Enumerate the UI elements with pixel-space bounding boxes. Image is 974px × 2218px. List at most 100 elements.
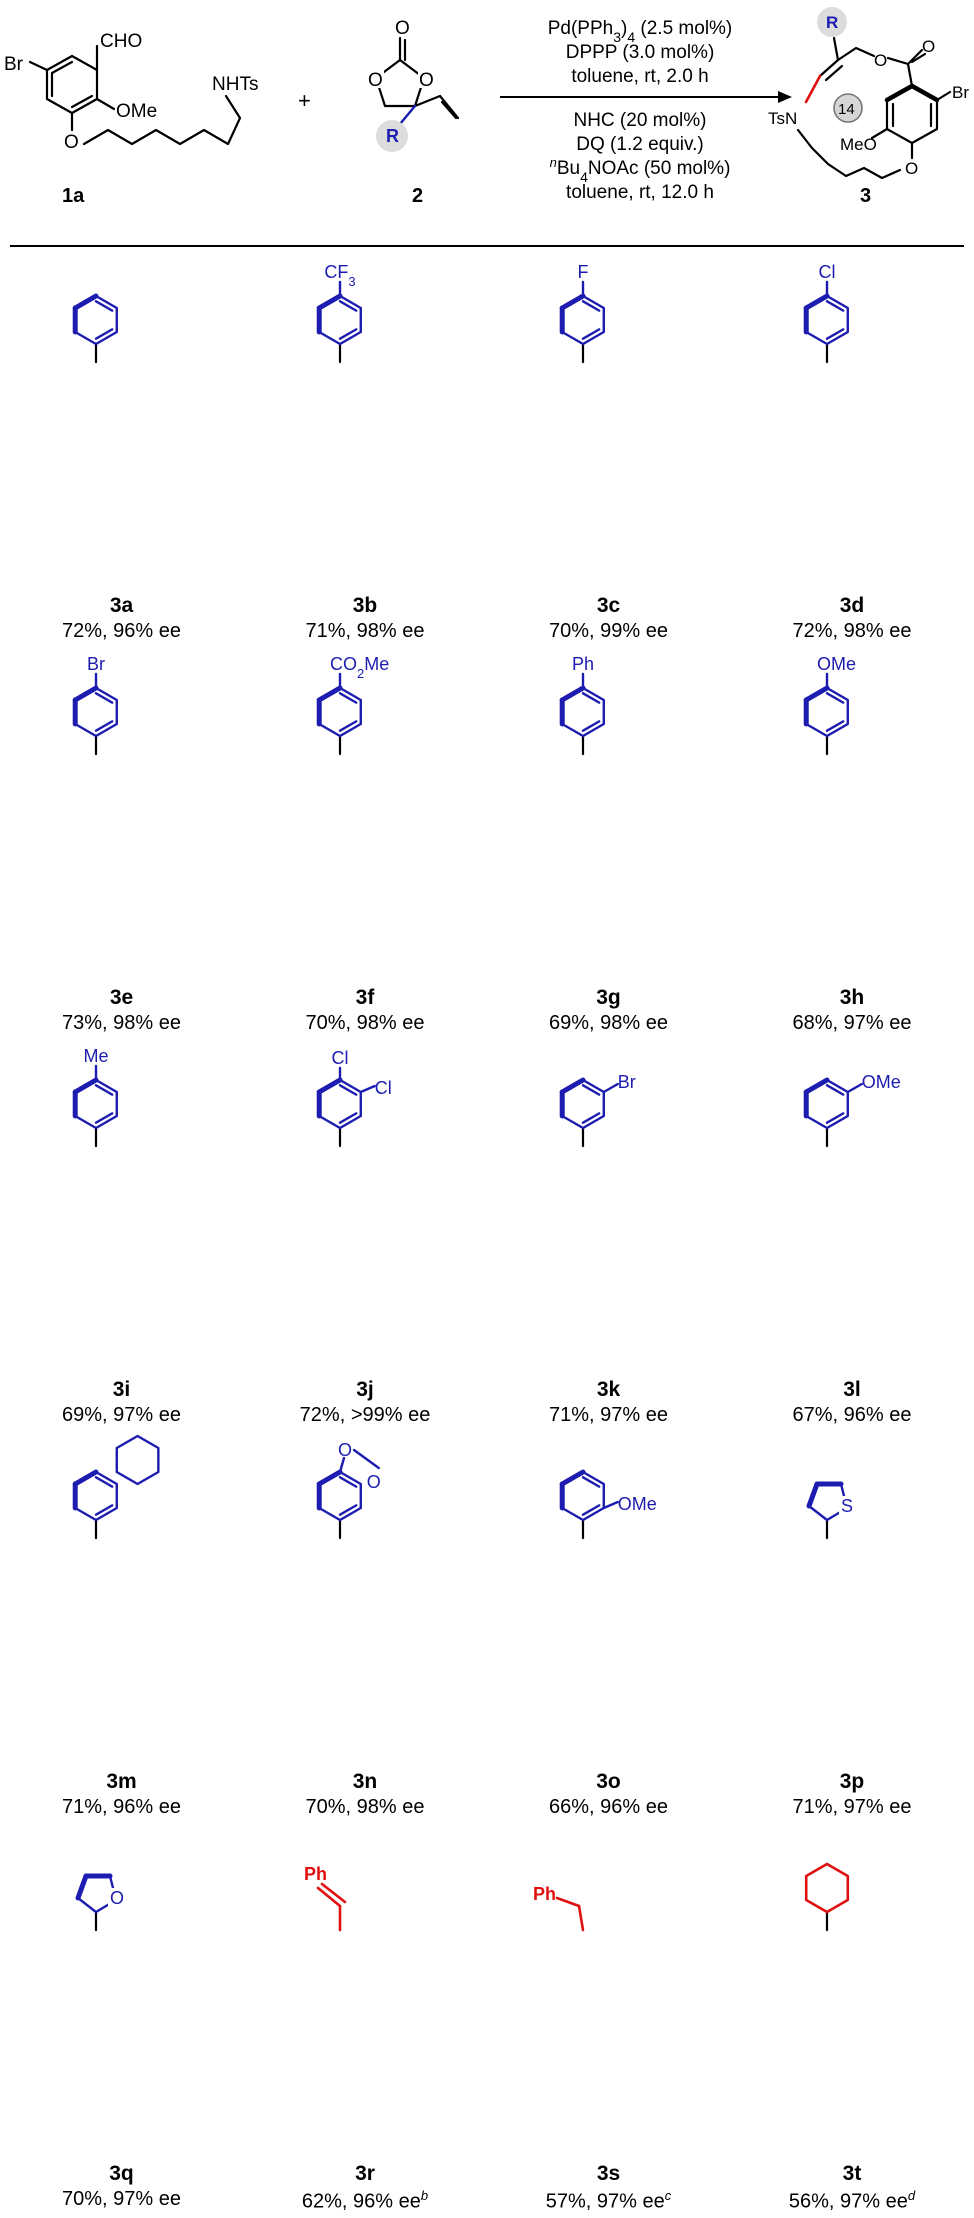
yield-ee: 69%, 98% ee: [487, 1012, 730, 1035]
substituent-text: Br: [87, 654, 105, 674]
product-ester-o-label: O: [874, 51, 887, 70]
substituent-3c: F: [559, 262, 605, 364]
product-3: Br O O R TsN 14 MeO O 3: [768, 7, 969, 207]
r-group-badge: [376, 120, 408, 152]
yield-ee: 66%, 96% ee: [487, 1796, 730, 1819]
yield-ee-text: 70%, 97% ee: [62, 2188, 181, 2210]
substituent-text: Br: [618, 1072, 636, 1092]
yield-ee-text: 62%, 96% ee: [301, 2190, 421, 2213]
plus-sign: +: [298, 88, 311, 113]
compound-label: 3e: [109, 986, 134, 1009]
yield-ee-text: 70%, 98% ee: [305, 1796, 425, 1818]
substituent-text: Me: [83, 1046, 108, 1066]
label-1a: 1a: [62, 185, 85, 207]
structure-3h: Br O O TsN 14 MeO O OMe: [803, 654, 856, 756]
structure-3l: Br O O TsN 14 MeO O OMe: [803, 1072, 900, 1148]
yield-ee: 70%, 99% ee: [487, 620, 730, 643]
substituent-3g: Ph: [559, 654, 605, 756]
nhts-label: NHTs: [212, 74, 258, 95]
dioxole-o-1: O: [338, 1440, 352, 1460]
yield-ee: 72%, >99% ee: [244, 1404, 487, 1427]
condition-line-6: nBu4NOAc (50 mol%): [550, 155, 731, 186]
o-label: O: [64, 132, 79, 153]
structure-3c: Br O O TsN 14 MeO O F: [559, 262, 605, 364]
substituent-3t: [804, 1862, 849, 1932]
compound-label: 3i: [112, 1378, 131, 1401]
compound-label: 3c: [596, 594, 621, 617]
product-3q: Br O O TsN 14 MeO O O 3q 70%, 97% ee: [0, 1826, 243, 2218]
substituent-3n: OO: [316, 1440, 380, 1540]
compound-label: 3g: [596, 986, 621, 1009]
substituent-3h: OMe: [803, 654, 856, 756]
substituent-text: OMe: [817, 654, 856, 674]
substituent-3d: Cl: [803, 262, 849, 364]
yield-ee-text: 67%, 96% ee: [792, 1404, 912, 1426]
yield-ee: 70%, 98% ee: [244, 1796, 487, 1819]
condition-line-3: toluene, rt, 2.0 h: [571, 66, 708, 87]
structure-3o: Br O O TsN 14 MeO O OMe: [559, 1469, 657, 1540]
compound-label: 3f: [355, 986, 375, 1009]
yield-ee-text: 72%, >99% ee: [299, 1404, 431, 1426]
compound-label: 3o: [596, 1770, 621, 1793]
yield-ee-text: 71%, 97% ee: [549, 1404, 668, 1426]
br-label: Br: [4, 54, 24, 75]
compound-label: 3h: [839, 986, 865, 1009]
substituent-3k: Br: [559, 1072, 636, 1148]
substituent-text: Ph: [304, 1864, 327, 1884]
substituent-3l: OMe: [803, 1072, 900, 1148]
reaction-scheme: CHO Br OMe O NHTs 1a + O O O R 2 Pd(PPh3…: [4, 7, 969, 247]
compound-label: 3q: [109, 2162, 134, 2185]
substituent-3b: CF3: [316, 262, 362, 364]
structure-3e: Br O O TsN 14 MeO O Br: [72, 654, 118, 756]
structure-3q: Br O O TsN 14 MeO O O: [75, 1873, 124, 1932]
yield-ee: 69%, 97% ee: [0, 1404, 243, 1427]
ring-o-label-2: O: [419, 70, 434, 91]
product-br-label: Br: [952, 83, 969, 102]
substituent-text: Ph: [533, 1884, 556, 1904]
product-r-label: R: [826, 13, 838, 32]
substituent-3p: S: [806, 1481, 855, 1540]
substituent-3o: OMe: [559, 1469, 657, 1540]
substrate-2: O O O R 2: [366, 18, 460, 207]
yield-ee: 68%, 97% ee: [731, 1012, 974, 1035]
structure-3g: Br O O TsN 14 MeO O Ph: [559, 654, 605, 756]
condition-line-1: Pd(PPh3)4 (2.5 mol%): [548, 18, 733, 45]
product-3o: Br O O TsN 14 MeO O OMe 3o 66%, 96% ee: [487, 1434, 730, 1826]
product-ring-size: 14: [838, 101, 855, 118]
substituent-3f: CO2Me: [316, 654, 389, 756]
yield-ee-text: 66%, 96% ee: [549, 1796, 668, 1818]
compound-label: 3r: [355, 2162, 375, 2185]
yield-ee-text: 68%, 97% ee: [792, 1012, 912, 1034]
product-3c: Br O O TsN 14 MeO O F 3c 70%, 99% ee: [487, 258, 730, 650]
compound-label: 3j: [356, 1378, 374, 1401]
r-label: R: [386, 126, 399, 146]
condition-line-7: toluene, rt, 12.0 h: [566, 182, 714, 203]
yield-ee: 70%, 97% ee: [0, 2188, 243, 2211]
footnote-marker: d: [907, 2188, 916, 2203]
structure-3r: Br O O TsN 14 MeO O Ph: [304, 1864, 346, 1932]
substituent-text: OMe: [861, 1072, 900, 1092]
footnote-marker: c: [664, 2188, 672, 2203]
structure-3d: Br O O TsN 14 MeO O Cl: [803, 262, 849, 364]
substituent-text-1: Cl: [331, 1048, 348, 1068]
substituent-3q: O: [75, 1873, 124, 1932]
carbonyl-o-label: O: [395, 18, 410, 39]
product-carbonyl-o-label: O: [922, 37, 935, 56]
label-2: 2: [412, 185, 423, 207]
compound-label: 3k: [596, 1378, 621, 1401]
substrate-1a: CHO Br OMe O NHTs 1a: [4, 31, 258, 207]
product-3h: Br O O TsN 14 MeO O OMe 3h 68%, 97% ee: [731, 650, 974, 1042]
yield-ee-text: 71%, 97% ee: [792, 1796, 912, 1818]
